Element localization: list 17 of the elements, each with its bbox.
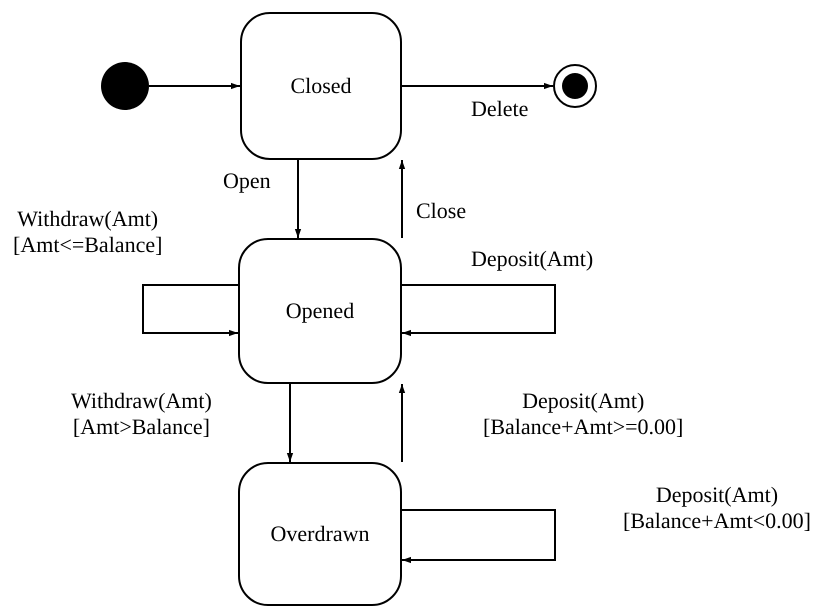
transition-arrow bbox=[149, 82, 240, 90]
state-box bbox=[238, 238, 402, 384]
initial-state-circle bbox=[101, 62, 149, 110]
final-state-circle bbox=[553, 64, 597, 108]
transition-arrow bbox=[402, 82, 553, 90]
transition-arrow bbox=[286, 384, 294, 462]
transition-arrow bbox=[294, 160, 302, 238]
transition-arrow bbox=[398, 160, 406, 238]
state-name: Opened bbox=[286, 298, 354, 324]
state-name: Closed bbox=[290, 73, 352, 99]
state-box bbox=[238, 462, 402, 606]
self-transition-arrow bbox=[142, 284, 238, 336]
state-name: Overdrawn bbox=[270, 521, 370, 547]
self-transition-arrow bbox=[402, 284, 556, 336]
transition-arrow bbox=[398, 384, 406, 462]
self-transition-arrow bbox=[402, 509, 556, 564]
state-box bbox=[240, 12, 402, 160]
